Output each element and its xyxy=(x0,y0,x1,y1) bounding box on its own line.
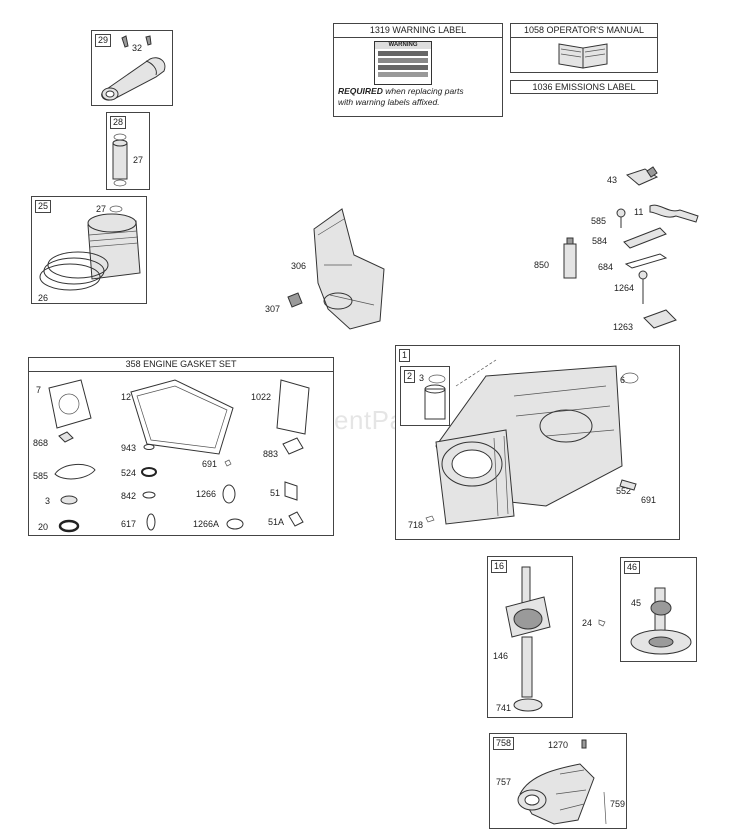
gasket-12-label: 12 xyxy=(121,392,132,402)
part-850-label: 850 xyxy=(534,260,550,270)
gasket-3-label: 3 xyxy=(45,496,51,506)
gasket-51-label: 51 xyxy=(270,488,281,498)
part-45-label: 45 xyxy=(631,598,642,608)
group-46-box: 46 45 xyxy=(620,557,697,662)
group-25-tag: 25 xyxy=(35,200,52,213)
warning-label-title: 1319 WARNING LABEL xyxy=(334,24,502,38)
part-584-label: 584 xyxy=(592,236,608,246)
part-684-label: 684 xyxy=(598,262,614,272)
gasket-set-drawing xyxy=(48,379,310,533)
bushing-drawing xyxy=(424,374,446,420)
group-758-box: 758 1270 757 759 xyxy=(489,733,627,829)
part-1264-label: 1264 xyxy=(614,283,635,293)
part-757-label: 757 xyxy=(496,777,512,787)
gasket-691-label: 691 xyxy=(202,459,218,469)
part-146-label: 146 xyxy=(493,651,509,661)
part-27-label-g28: 27 xyxy=(133,155,144,165)
group-1-box: 1 6 552 691 718 2 3 xyxy=(395,345,680,540)
part-1263-label: 1263 xyxy=(613,322,634,332)
gasket-set-title: 358 ENGINE GASKET SET xyxy=(125,359,237,369)
gasket-617-label: 617 xyxy=(121,519,137,529)
gasket-7-label: 7 xyxy=(36,385,42,395)
group-46-tag: 46 xyxy=(624,561,641,574)
gasket-883-label: 883 xyxy=(263,449,279,459)
group-16-tag: 16 xyxy=(491,560,508,573)
gasket-1022-label: 1022 xyxy=(251,392,272,402)
part-741-label: 741 xyxy=(496,703,512,713)
part-27-label-g25: 27 xyxy=(96,204,107,214)
group-25-box: 25 27 26 xyxy=(31,196,147,304)
part-584-drawing xyxy=(623,227,667,249)
gasket-524-label: 524 xyxy=(121,468,137,478)
group-2-part-3-label: 3 xyxy=(419,373,425,383)
gasket-943-label: 943 xyxy=(121,443,137,453)
part-585-label-top: 585 xyxy=(591,216,607,226)
part-306-label: 306 xyxy=(291,261,307,271)
gasket-585-label: 585 xyxy=(33,471,49,481)
required-line1: when replacing parts xyxy=(382,86,464,96)
block-part-691-label: 691 xyxy=(641,495,657,505)
camshaft-gear-drawing xyxy=(630,587,692,655)
part-11-label: 11 xyxy=(634,207,644,217)
operators-manual-title: 1058 OPERATOR'S MANUAL xyxy=(511,24,657,38)
crankshaft-drawing xyxy=(505,566,551,712)
emissions-label-box: 1036 EMISSIONS LABEL xyxy=(510,80,658,94)
warning-required-note: REQUIRED when replacing parts with warni… xyxy=(338,86,464,108)
group-29-box: 29 32 xyxy=(91,30,173,106)
group-2-box: 2 3 xyxy=(400,366,450,426)
gasket-868-label: 868 xyxy=(33,438,49,448)
warning-sticker-heading: WARNING xyxy=(375,42,431,49)
group-2-tag: 2 xyxy=(404,370,416,383)
part-32-label: 32 xyxy=(132,43,143,53)
part-11-drawing xyxy=(649,204,699,223)
required-bold: REQUIRED xyxy=(338,86,383,96)
wrist-pin-drawing xyxy=(112,133,128,187)
warning-label-box: 1319 WARNING LABEL WARNING xyxy=(333,23,503,117)
group-16-box: 16 146 741 xyxy=(487,556,573,718)
cylinder-block-drawing xyxy=(425,359,639,525)
gasket-set-box: 358 ENGINE GASKET SET 7 12 1022 868 943 … xyxy=(28,357,334,536)
gasket-1266-label: 1266 xyxy=(196,489,217,499)
operators-manual-box: 1058 OPERATOR'S MANUAL xyxy=(510,23,658,73)
part-24-label: 24 xyxy=(582,618,593,628)
part-1264-bolt-drawing xyxy=(638,270,648,304)
warning-sticker: WARNING xyxy=(374,41,432,85)
part-307-label: 307 xyxy=(265,304,281,314)
group-28-tag: 28 xyxy=(110,116,127,129)
gasket-1266a-label: 1266A xyxy=(193,519,220,529)
block-part-718-label: 718 xyxy=(408,520,424,530)
connecting-rod-drawing xyxy=(101,35,166,101)
sealant-tube-drawing xyxy=(563,237,577,279)
group-758-tag: 758 xyxy=(493,737,515,750)
part-43-drawing xyxy=(625,166,659,186)
group-28-box: 28 27 xyxy=(106,112,150,190)
cylinder-shroud-drawing xyxy=(287,208,385,330)
gasket-842-label: 842 xyxy=(121,491,137,501)
part-43-label: 43 xyxy=(607,175,618,185)
part-684-gasket-drawing xyxy=(624,253,668,269)
part-1263-plate-drawing xyxy=(643,309,677,329)
group-1-tag: 1 xyxy=(399,349,411,362)
gasket-20-label: 20 xyxy=(38,522,49,532)
part-26-label: 26 xyxy=(38,293,49,303)
required-line2: with warning labels affixed. xyxy=(338,97,440,107)
part-759-label: 759 xyxy=(610,799,626,809)
group-29-tag: 29 xyxy=(95,34,112,47)
part-24-key-drawing xyxy=(598,619,606,627)
gasket-51a-label: 51A xyxy=(268,517,285,527)
manual-book-icon xyxy=(558,43,608,69)
governor-assembly-drawing xyxy=(517,739,607,825)
piston-drawing xyxy=(39,205,141,291)
part-1270-label: 1270 xyxy=(548,740,569,750)
emissions-label-title: 1036 EMISSIONS LABEL xyxy=(532,82,636,92)
block-part-552-label: 552 xyxy=(616,486,632,496)
part-585-screw-drawing xyxy=(616,208,626,228)
